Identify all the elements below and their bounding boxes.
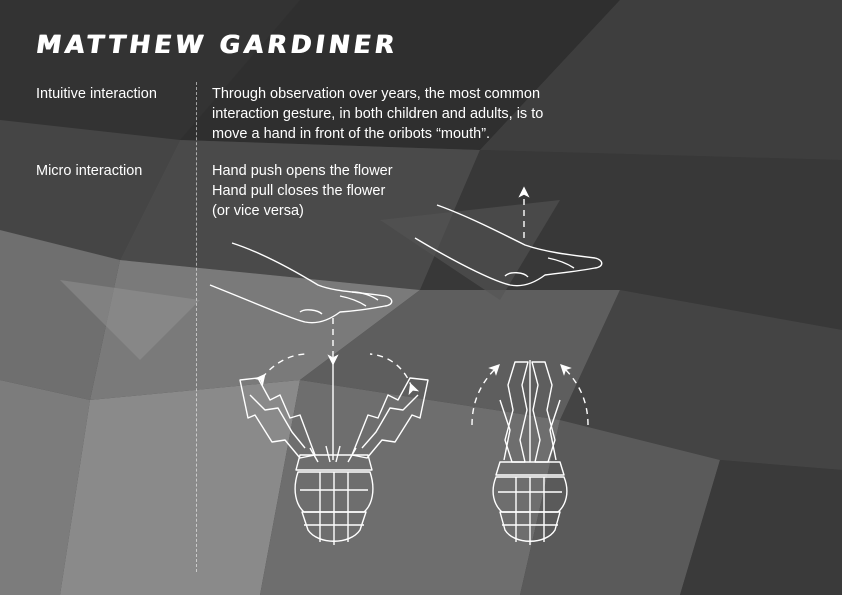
page-title: MATTHEW GARDINER	[33, 30, 400, 59]
open-flower-icon	[239, 353, 429, 545]
row-text-micro: Hand push opens the flower Hand pull clo…	[212, 161, 393, 221]
right-hand-icon	[414, 204, 603, 287]
closed-flower-icon	[471, 360, 589, 545]
text-line: move a hand in front of the oribots “mou…	[212, 126, 491, 142]
row-text-intuitive: Through observation over years, the most…	[212, 84, 543, 144]
text-line: Hand pull closes the flower	[212, 183, 386, 199]
row-label-intuitive: Intuitive interaction	[36, 86, 157, 102]
oribot-interaction-illustration	[209, 186, 603, 545]
text-line: interaction gesture, in both children an…	[212, 106, 544, 122]
text-line: Hand push opens the flower	[212, 163, 393, 179]
row-label-micro: Micro interaction	[36, 163, 143, 179]
column-divider	[196, 82, 197, 572]
text-line: Through observation over years, the most…	[212, 86, 541, 102]
text-line: (or vice versa)	[212, 203, 304, 219]
left-hand-icon	[209, 242, 393, 324]
